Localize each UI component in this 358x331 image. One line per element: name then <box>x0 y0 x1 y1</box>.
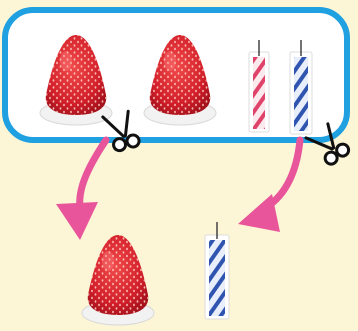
cut-candle-sticker-blue <box>205 222 229 319</box>
candle-sticker-blue <box>290 40 312 134</box>
candle-sticker-red <box>249 40 269 132</box>
